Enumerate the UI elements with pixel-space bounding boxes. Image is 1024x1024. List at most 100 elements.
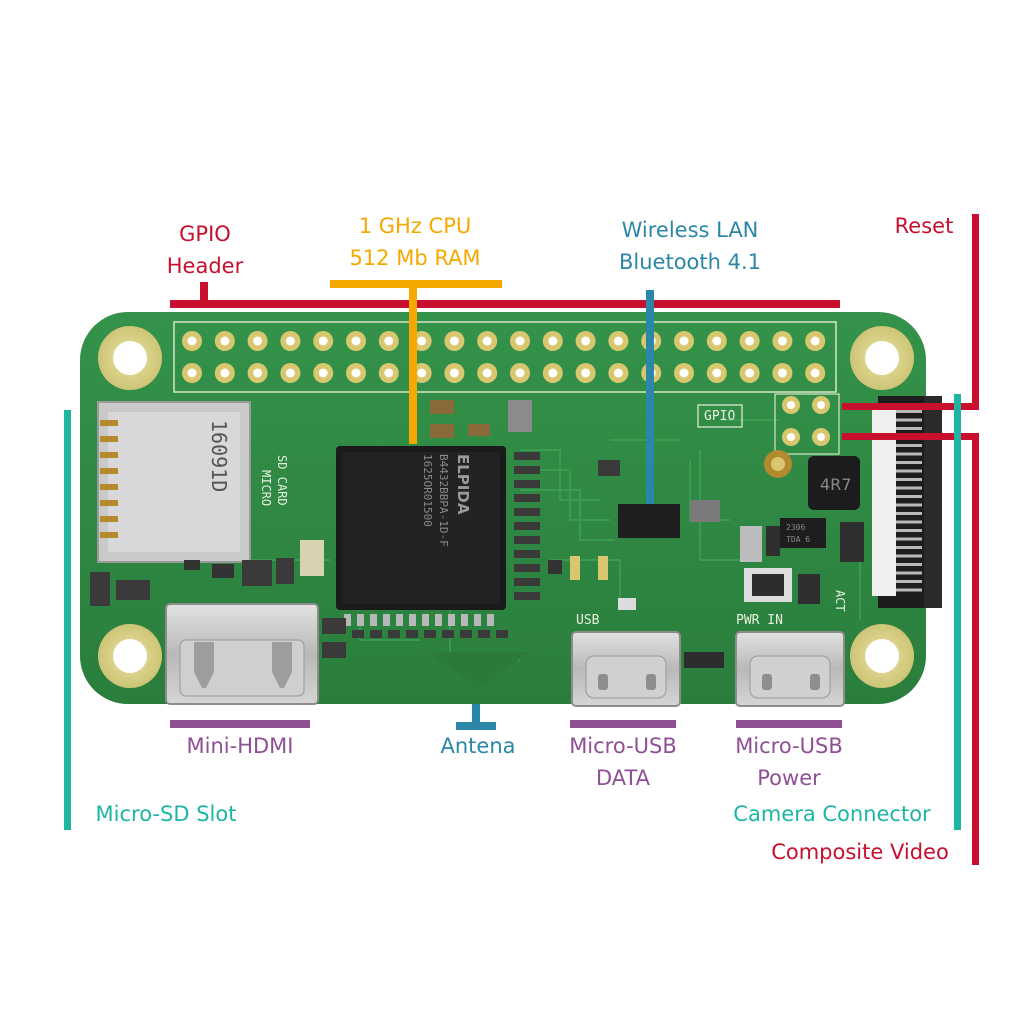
camera-pin: [896, 546, 922, 549]
chip-brand: ELPIDA: [454, 454, 472, 515]
gpio-pad: [575, 363, 596, 383]
camera-pin: [896, 478, 922, 481]
chip-pin: [344, 614, 351, 626]
gpio-pad: [444, 331, 465, 351]
camera-connector: [872, 396, 942, 608]
mini-hdmi-underline: [170, 720, 310, 728]
resistor-array: [514, 452, 540, 600]
power-components: 4R7 2306 TDA 6: [684, 450, 864, 668]
chip-pin: [474, 614, 481, 626]
micro-usb-power-underline: [736, 720, 842, 728]
ic-small-1: 2306: [786, 523, 805, 532]
gpio-pad: [477, 331, 498, 351]
camera-pin: [896, 461, 922, 464]
resistor: [514, 494, 540, 502]
resistor: [514, 550, 540, 558]
gpio-pad: [346, 363, 366, 383]
gpio-pad: [477, 363, 498, 383]
chip-lot: 1625OR01500: [421, 454, 434, 527]
gpio-pad: [706, 331, 727, 351]
gpio-pad: [313, 363, 334, 383]
chip-pin: [461, 614, 468, 626]
reset-composite-pads: [774, 393, 840, 455]
camera-pin: [896, 537, 922, 541]
chip-pin: [357, 614, 364, 626]
camera-pin: [896, 427, 922, 430]
resistor: [424, 630, 436, 638]
resistor: [406, 630, 418, 638]
gpio-pad: [313, 331, 334, 351]
gpio-pad: [378, 363, 399, 383]
gpio-pad: [706, 363, 727, 383]
label-composite: Composite Video: [771, 840, 949, 864]
camera-pin: [896, 529, 922, 532]
mounting-holes: [98, 326, 914, 688]
label-cpu-ram: 1 GHz CPU 512 Mb RAM: [349, 214, 481, 270]
gpio-pad: [575, 331, 596, 351]
gpio-pad: [805, 331, 826, 351]
resistor: [514, 480, 540, 488]
gpio-pad: [346, 331, 366, 351]
inductor-label: 4R7: [820, 475, 851, 494]
camera-pin: [896, 444, 922, 447]
gpio-pad: [182, 331, 202, 351]
chip-pin: [487, 614, 494, 626]
label-gpio-header: GPIO Header: [166, 222, 244, 278]
gpio-pad: [772, 363, 793, 383]
gpio-header-bracket: [170, 282, 840, 308]
camera-pin: [896, 495, 922, 498]
camera-pin: [896, 486, 922, 490]
chip-pin: [370, 614, 377, 626]
reset-leader: [842, 214, 979, 410]
resistor: [514, 452, 540, 460]
label-micro-usb-power: Micro-USB Power: [735, 734, 843, 790]
camera-pin: [896, 410, 922, 413]
camera-pin: [896, 563, 922, 566]
gpio-pad: [739, 363, 760, 383]
ic-small-2: TDA 6: [786, 535, 810, 544]
gpio-pad: [444, 363, 465, 383]
camera-pin: [896, 520, 922, 524]
antenna-marker: [456, 704, 496, 730]
act-silkscreen: ACT: [833, 590, 847, 612]
gpio-silkscreen: GPIO: [704, 409, 735, 424]
antenna-trace: [428, 652, 530, 688]
resistor: [514, 466, 540, 474]
resistor: [388, 630, 400, 638]
gpio-pad: [510, 331, 530, 351]
gpio-pad: [280, 363, 301, 383]
mini-hdmi-port: [165, 603, 319, 705]
label-mini-hdmi: Mini-HDMI: [186, 734, 294, 758]
resistor: [370, 630, 382, 638]
wireless-chip: [548, 460, 720, 610]
resistor: [514, 592, 540, 600]
gpio-pad: [772, 331, 793, 351]
resistor: [496, 630, 508, 638]
gpio-pad: [378, 331, 399, 351]
gpio-pad: [542, 331, 563, 351]
camera-pin: [896, 452, 922, 456]
micro-usb-data-port: [571, 631, 681, 707]
gpio-pad: [510, 363, 530, 383]
pwr-silkscreen: PWR IN: [736, 613, 783, 628]
label-camera: Camera Connector: [733, 802, 931, 826]
chip-pin: [396, 614, 403, 626]
camera-pin: [896, 503, 922, 507]
label-reset: Reset: [894, 214, 954, 238]
sd-code: 16091D: [207, 420, 231, 492]
gpio-pad: [182, 363, 202, 383]
gpio-pad: [739, 331, 760, 351]
smd-components: [90, 400, 532, 658]
label-antenna: Antena: [440, 734, 516, 758]
gpio-pad: [674, 331, 694, 351]
label-micro-sd: Micro-SD Slot: [95, 802, 237, 826]
resistor: [514, 508, 540, 516]
resistor: [514, 564, 540, 572]
gpio-pad: [542, 363, 563, 383]
chip-pin: [409, 614, 416, 626]
sd-silk-1: MICRO: [259, 470, 273, 506]
cpu-ram-bracket: [330, 280, 502, 444]
resistor-row: [352, 630, 508, 638]
sd-silk-2: SD CARD: [275, 455, 289, 506]
